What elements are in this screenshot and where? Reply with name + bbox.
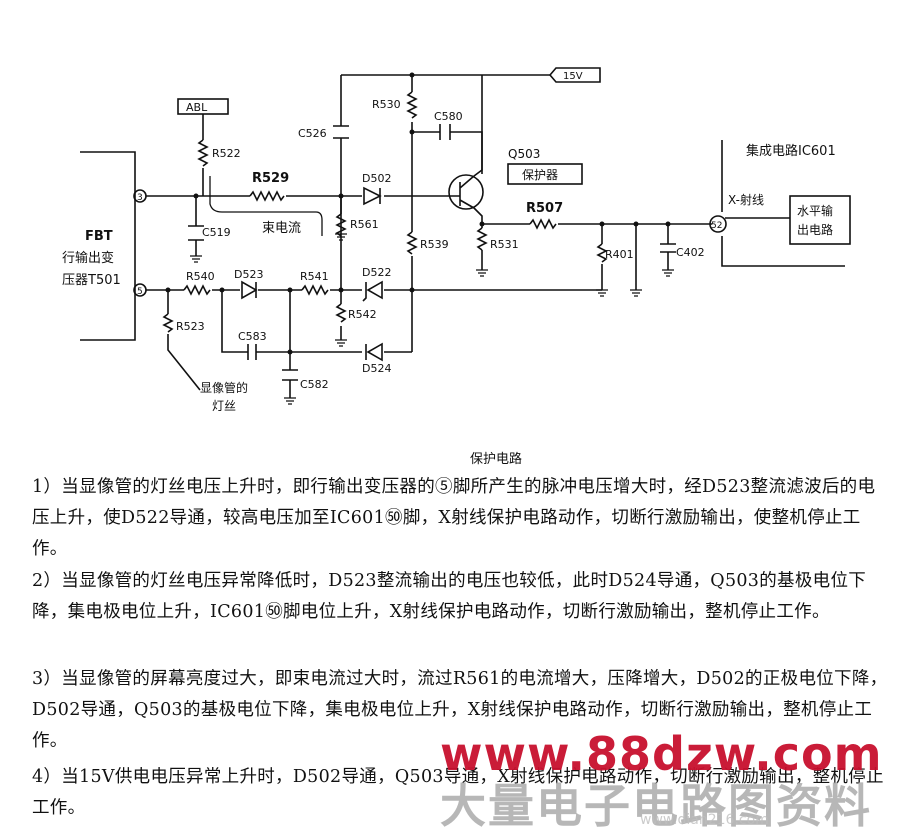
paragraph-4: 4）当15V供电电压异常上升时，D502导通，Q503导通，X射线保护电路动作，…	[32, 767, 884, 818]
abl-box	[177, 98, 229, 115]
label-c526: C526	[298, 127, 327, 140]
label-r530: R530	[372, 98, 401, 111]
label-r540: R540	[186, 270, 215, 283]
label-d502: D502	[362, 172, 391, 185]
figure-caption: 保护电路	[470, 452, 523, 467]
protection-circuit-schematic: ABL 15V FBT 行输出变 压器T501 3 5 52 R522 R529…	[62, 67, 851, 413]
watermark-url: www.88dzw.com	[440, 727, 883, 781]
label-r523: R523	[176, 320, 205, 333]
label-fbt-1: FBT	[85, 229, 113, 244]
label-r507: R507	[526, 201, 563, 216]
label-r542: R542	[348, 308, 377, 321]
label-pin3: 3	[137, 193, 143, 203]
label-r541: R541	[300, 270, 329, 283]
label-d524: D524	[362, 362, 391, 375]
label-d523: D523	[234, 268, 263, 281]
junction-dots	[165, 72, 671, 355]
ground-symbols	[190, 233, 674, 405]
paragraph-1: 1）当显像管的灯丝电压上升时，即行输出变压器的⑤脚所产生的脉冲电压增大时，经D5…	[32, 477, 876, 559]
label-hout-2: 出电路	[797, 222, 833, 237]
label-ic601: 集成电路IC601	[746, 143, 836, 159]
pin-circles	[133, 189, 727, 297]
label-c583: C583	[238, 330, 267, 343]
paragraph-3: 3）当显像管的屏幕亮度过大，即束电流过大时，流过R561的电流增大，压降增大，D…	[32, 669, 888, 751]
label-fbt-2: 行输出变	[62, 250, 114, 266]
v15-box	[548, 67, 601, 83]
label-filament-2: 灯丝	[212, 399, 236, 413]
label-r522: R522	[212, 147, 241, 160]
label-xray: X-射线	[728, 192, 764, 207]
label-hout-1: 水平输	[797, 203, 833, 218]
label-protector: 保护器	[522, 168, 558, 182]
paragraph-2: 2）当显像管的灯丝电压异常降低时，D523整流输出的电压也较低，此时D524导通…	[32, 571, 867, 622]
capacitors	[188, 124, 676, 381]
label-c582: C582	[300, 378, 329, 391]
label-pin5: 5	[137, 287, 143, 297]
label-q503: Q503	[508, 147, 540, 161]
watermark-name: 大量电子电路图资料	[440, 779, 872, 833]
label-pin52: 52	[711, 221, 722, 231]
diodes	[241, 186, 383, 362]
label-r539: R539	[420, 238, 449, 251]
label-r531: R531	[490, 238, 519, 251]
label-abl: ABL	[186, 101, 208, 114]
circuit-wires	[80, 74, 845, 398]
hout-box	[789, 195, 851, 245]
label-15v: 15V	[563, 71, 583, 82]
label-filament-1: 显像管的	[200, 380, 248, 395]
label-fbt-3: 压器T501	[62, 273, 121, 288]
label-r529: R529	[252, 171, 289, 186]
protector-box	[507, 163, 583, 185]
label-c402: C402	[676, 246, 705, 259]
label-beam-current: 束电流	[262, 221, 301, 236]
label-c519: C519	[202, 226, 231, 239]
label-d522: D522	[362, 266, 391, 279]
label-r561: R561	[350, 218, 379, 231]
schematic-labels: ABL 15V FBT 行输出变 压器T501 3 5 52 R522 R529…	[62, 71, 836, 413]
watermark-sub: www.dian216.com	[640, 812, 769, 828]
transistor-q503	[448, 174, 484, 210]
resistors	[162, 91, 608, 333]
label-r401: R401	[605, 248, 634, 261]
label-c580: C580	[434, 110, 463, 123]
